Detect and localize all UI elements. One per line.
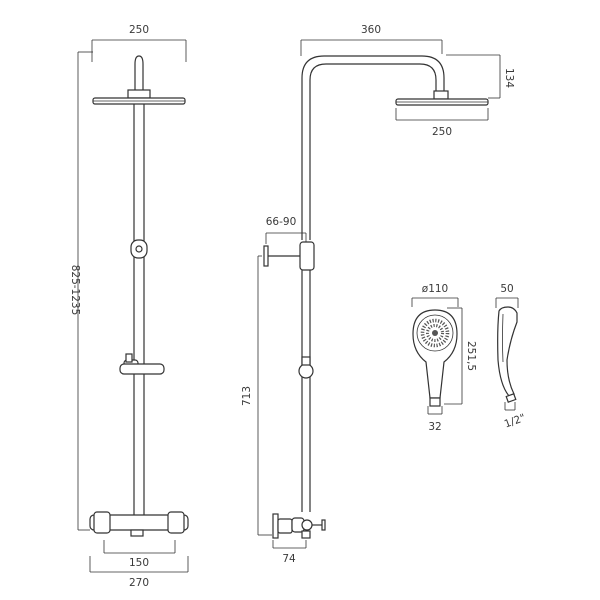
handset-connection-dimension: 1/2" xyxy=(503,402,528,431)
front-bar-centres-label: 150 xyxy=(129,557,149,569)
side-arm-projection-label: 360 xyxy=(361,24,381,36)
handset-front-view: ø110 251,5 32 xyxy=(411,283,477,433)
side-lower-riser xyxy=(301,270,311,512)
side-outlet-offset-dimension: 66-90 xyxy=(265,216,307,244)
side-outlet-offset-label: 66-90 xyxy=(266,216,297,228)
front-riser-pole xyxy=(133,104,145,518)
side-curved-arm xyxy=(301,55,445,240)
front-bar-width-label: 270 xyxy=(129,577,149,589)
handset-length-dimension: 251,5 xyxy=(444,307,477,405)
side-riser-height-dimension: 713 xyxy=(241,255,272,536)
front-height-label: 825-1235 xyxy=(69,265,81,316)
side-head-drop-label: 134 xyxy=(503,68,515,88)
front-view: 250 825-1235 xyxy=(69,24,189,589)
handset-diameter-label: ø110 xyxy=(422,283,448,295)
handset-base-width-label: 32 xyxy=(428,421,441,433)
front-height-dimension: 825-1235 xyxy=(69,51,93,531)
side-slider-knob xyxy=(298,356,314,379)
side-view: 360 134 250 xyxy=(241,24,515,565)
front-bar-width-dimension: 270 xyxy=(89,556,189,589)
handset-diameter-dimension: ø110 xyxy=(411,283,459,307)
handset-base-width-dimension: 32 xyxy=(427,406,443,433)
handset-connection-label: 1/2" xyxy=(503,412,528,431)
front-shower-head xyxy=(92,55,186,105)
front-slider-holder xyxy=(119,353,165,375)
front-bar-centres-dimension: 150 xyxy=(103,540,176,569)
side-head-drop-dimension: 134 xyxy=(446,54,515,99)
side-bar-depth-label: 74 xyxy=(282,553,296,565)
side-riser-height-label: 713 xyxy=(241,386,253,406)
handset-length-label: 251,5 xyxy=(465,341,477,371)
side-bar-valve xyxy=(272,513,326,539)
handset-depth-label: 50 xyxy=(500,283,513,295)
front-head-width-label: 250 xyxy=(129,24,149,36)
front-thermostatic-bar xyxy=(89,511,189,537)
side-head-width-label: 250 xyxy=(432,126,452,138)
handset-side-view: 50 1/2" xyxy=(495,283,528,431)
handset-body xyxy=(412,309,458,407)
side-wall-bracket xyxy=(263,241,315,271)
handset-depth-dimension: 50 xyxy=(495,283,519,308)
side-bar-depth-dimension: 74 xyxy=(272,540,307,565)
front-head-width-dimension: 250 xyxy=(91,24,187,62)
side-shower-head xyxy=(395,90,489,106)
front-upper-bracket xyxy=(130,239,148,259)
side-head-width-dimension: 250 xyxy=(395,108,489,138)
handset-profile xyxy=(497,306,518,403)
side-arm-projection-dimension: 360 xyxy=(300,24,443,56)
